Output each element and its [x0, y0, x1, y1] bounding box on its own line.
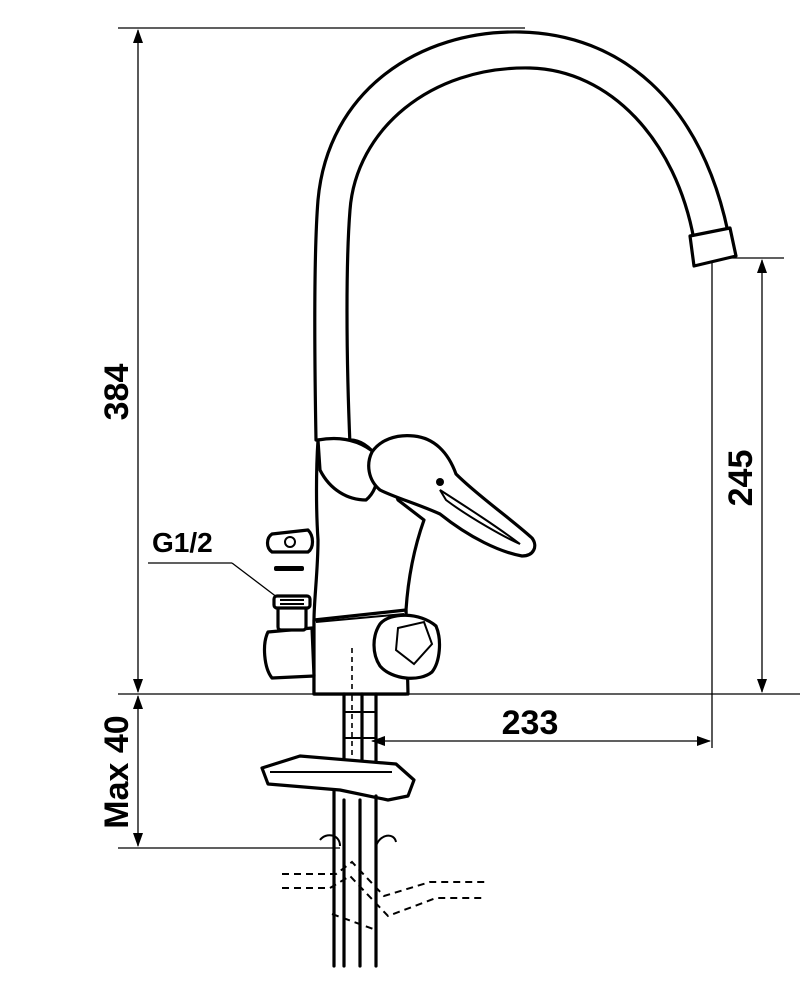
lever-groove: [439, 489, 521, 545]
spout: [313, 30, 730, 447]
total-height-label: 384: [98, 364, 136, 421]
dimension-spout-height: 245: [722, 259, 767, 693]
spout-height-label: 245: [722, 450, 760, 507]
faucet: [260, 30, 738, 968]
thread-label: G1/2: [152, 527, 213, 558]
extension-lines: [118, 27, 800, 849]
hose-routing: [282, 860, 486, 931]
dimension-deck-thickness: Max 40: [98, 695, 143, 847]
side-valve: [372, 613, 442, 680]
max-deck-thickness-label: Max 40: [98, 715, 136, 828]
dimension-spout-reach: 233: [371, 704, 711, 746]
washer-icon: [274, 566, 304, 571]
supply-hoses: [319, 788, 397, 968]
inlet-fitting: [262, 626, 316, 680]
dimension-total-height: 384: [98, 29, 143, 693]
thread-callout: G1/2: [148, 527, 287, 605]
mounting-clamp: [260, 754, 416, 802]
aerator: [688, 226, 738, 268]
lever-pivot: [436, 478, 444, 486]
spout-reach-label: 233: [502, 704, 559, 742]
nut-icon: [265, 528, 315, 554]
